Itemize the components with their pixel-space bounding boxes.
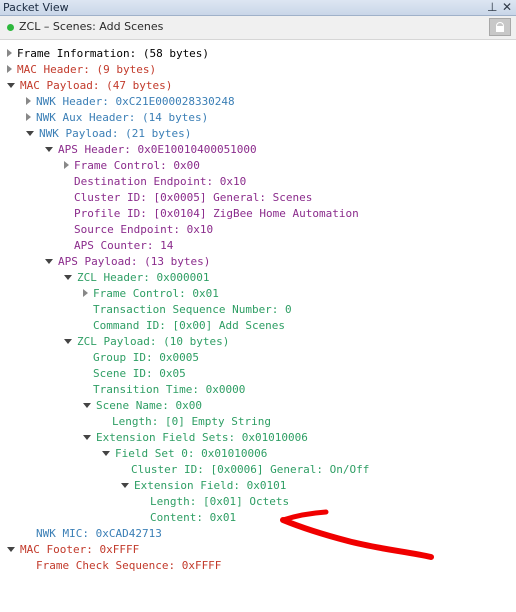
tree-node[interactable]: NWK Payload: (21 bytes) xyxy=(26,126,191,142)
tree-node[interactable]: Transition Time: 0x0000 xyxy=(83,382,245,398)
tree-node[interactable]: Length: [0x01] Octets xyxy=(140,494,289,510)
tree-node[interactable]: Length: [0] Empty String xyxy=(102,414,271,430)
tree-node[interactable]: APS Counter: 14 xyxy=(64,238,173,254)
collapsed-triangle-icon[interactable] xyxy=(26,97,31,105)
tree-node[interactable]: MAC Payload: (47 bytes) xyxy=(7,78,172,94)
tree-node-label: Frame Control: 0x00 xyxy=(74,159,200,172)
tree-node-label: Cluster ID: [0x0006] General: On/Off xyxy=(131,463,370,476)
tree-node[interactable]: Frame Control: 0x01 xyxy=(83,286,219,302)
tree-node[interactable]: MAC Header: (9 bytes) xyxy=(7,62,156,78)
tree-node-label: Length: [0] Empty String xyxy=(112,415,271,428)
tree-node[interactable]: Extension Field Sets: 0x01010006 xyxy=(83,430,308,446)
tree-node[interactable]: Scene ID: 0x05 xyxy=(83,366,186,382)
close-icon[interactable]: ✕ xyxy=(502,0,513,14)
tree-node[interactable]: APS Payload: (13 bytes) xyxy=(45,254,210,270)
tree-node[interactable]: Scene Name: 0x00 xyxy=(83,398,202,414)
collapsed-triangle-icon[interactable] xyxy=(26,113,31,121)
tree-node-label: Content: 0x01 xyxy=(150,511,237,524)
tree-node[interactable]: Source Endpoint: 0x10 xyxy=(64,222,213,238)
tree-node-label: Destination Endpoint: 0x10 xyxy=(74,175,247,188)
tree-node-label: Extension Field: 0x0101 xyxy=(134,479,287,492)
tree-node[interactable]: ZCL Header: 0x000001 xyxy=(64,270,209,286)
tree-node[interactable]: NWK Header: 0xC21E000028330248 xyxy=(26,94,235,110)
tree-node[interactable]: Extension Field: 0x0101 xyxy=(121,478,286,494)
tree-node-label: APS Payload: (13 bytes) xyxy=(58,255,211,268)
tree-node[interactable]: Cluster ID: [0x0005] General: Scenes xyxy=(64,190,312,206)
tree-node-label: Frame Control: 0x01 xyxy=(93,287,219,300)
expanded-triangle-icon[interactable] xyxy=(45,258,53,264)
tree-node[interactable]: Destination Endpoint: 0x10 xyxy=(64,174,246,190)
tree-node-label: Field Set 0: 0x01010006 xyxy=(115,447,268,460)
tree-node[interactable]: APS Header: 0x0E10010400051000 xyxy=(45,142,257,158)
expanded-triangle-icon[interactable] xyxy=(121,482,129,488)
tree-node[interactable]: Frame Control: 0x00 xyxy=(64,158,200,174)
expanded-triangle-icon[interactable] xyxy=(26,130,34,136)
tree-node-label: Scene Name: 0x00 xyxy=(96,399,202,412)
tree-node[interactable]: ZCL Payload: (10 bytes) xyxy=(64,334,229,350)
tree-node[interactable]: Cluster ID: [0x0006] General: On/Off xyxy=(121,462,369,478)
expanded-triangle-icon[interactable] xyxy=(64,338,72,344)
tree-node-label: Scene ID: 0x05 xyxy=(93,367,186,380)
tree-node-label: Cluster ID: [0x0005] General: Scenes xyxy=(74,191,313,204)
expanded-triangle-icon[interactable] xyxy=(7,82,15,88)
tree-node-label: Group ID: 0x0005 xyxy=(93,351,199,364)
window-titlebar: Packet View ⊥ ✕ xyxy=(0,0,516,16)
expanded-triangle-icon[interactable] xyxy=(7,546,15,552)
window-title: Packet View xyxy=(3,1,69,14)
tree-node[interactable]: Frame Information: (58 bytes) xyxy=(7,46,209,62)
tree-node-label: Frame Information: (58 bytes) xyxy=(17,47,210,60)
tree-node-label: Frame Check Sequence: 0xFFFF xyxy=(36,559,222,572)
tree-node-label: NWK MIC: 0xCAD42713 xyxy=(36,527,162,540)
expanded-triangle-icon[interactable] xyxy=(102,450,110,456)
tree-node-label: Extension Field Sets: 0x01010006 xyxy=(96,431,308,444)
tree-node[interactable]: Command ID: [0x00] Add Scenes xyxy=(83,318,285,334)
expanded-triangle-icon[interactable] xyxy=(83,434,91,440)
tree-node-label: Profile ID: [0x0104] ZigBee Home Automat… xyxy=(74,207,359,220)
tree-node-label: NWK Payload: (21 bytes) xyxy=(39,127,192,140)
tree-node-label: NWK Aux Header: (14 bytes) xyxy=(36,111,209,124)
collapsed-triangle-icon[interactable] xyxy=(83,289,88,297)
tree-node-label: ZCL Payload: (10 bytes) xyxy=(77,335,230,348)
tree-node-label: MAC Header: (9 bytes) xyxy=(17,63,157,76)
expanded-triangle-icon[interactable] xyxy=(45,146,53,152)
tree-node-label: APS Counter: 14 xyxy=(74,239,174,252)
tree-node-label: Length: [0x01] Octets xyxy=(150,495,290,508)
tree-node[interactable]: Transaction Sequence Number: 0 xyxy=(83,302,292,318)
tree-node-label: Transaction Sequence Number: 0 xyxy=(93,303,292,316)
tree-node[interactable]: NWK Aux Header: (14 bytes) xyxy=(26,110,208,126)
tree-node-label: APS Header: 0x0E10010400051000 xyxy=(58,143,257,156)
expanded-triangle-icon[interactable] xyxy=(83,402,91,408)
tree-node[interactable]: Field Set 0: 0x01010006 xyxy=(102,446,267,462)
tree-node[interactable]: Profile ID: [0x0104] ZigBee Home Automat… xyxy=(64,206,359,222)
tree-node-label: MAC Payload: (47 bytes) xyxy=(20,79,173,92)
tree-node-label: MAC Footer: 0xFFFF xyxy=(20,543,140,556)
tree-node-label: ZCL Header: 0x000001 xyxy=(77,271,210,284)
tree-node-label: Command ID: [0x00] Add Scenes xyxy=(93,319,286,332)
tree-node[interactable]: MAC Footer: 0xFFFF xyxy=(7,542,139,558)
collapsed-triangle-icon[interactable] xyxy=(64,161,69,169)
packet-summary-label: ZCL – Scenes: Add Scenes xyxy=(19,20,164,33)
status-dot-icon xyxy=(7,24,14,31)
tree-node-label: Transition Time: 0x0000 xyxy=(93,383,246,396)
tree-node[interactable]: NWK MIC: 0xCAD42713 xyxy=(26,526,162,542)
lock-button[interactable] xyxy=(489,18,511,36)
lock-icon xyxy=(496,22,504,29)
pin-icon[interactable]: ⊥ xyxy=(487,0,498,14)
packet-summary-bar: ZCL – Scenes: Add Scenes xyxy=(0,16,516,40)
collapsed-triangle-icon[interactable] xyxy=(7,49,12,57)
tree-node-label: NWK Header: 0xC21E000028330248 xyxy=(36,95,235,108)
tree-node-label: Source Endpoint: 0x10 xyxy=(74,223,214,236)
collapsed-triangle-icon[interactable] xyxy=(7,65,12,73)
tree-node[interactable]: Frame Check Sequence: 0xFFFF xyxy=(26,558,221,574)
tree-node[interactable]: Content: 0x01 xyxy=(140,510,236,526)
tree-node[interactable]: Group ID: 0x0005 xyxy=(83,350,199,366)
expanded-triangle-icon[interactable] xyxy=(64,274,72,280)
